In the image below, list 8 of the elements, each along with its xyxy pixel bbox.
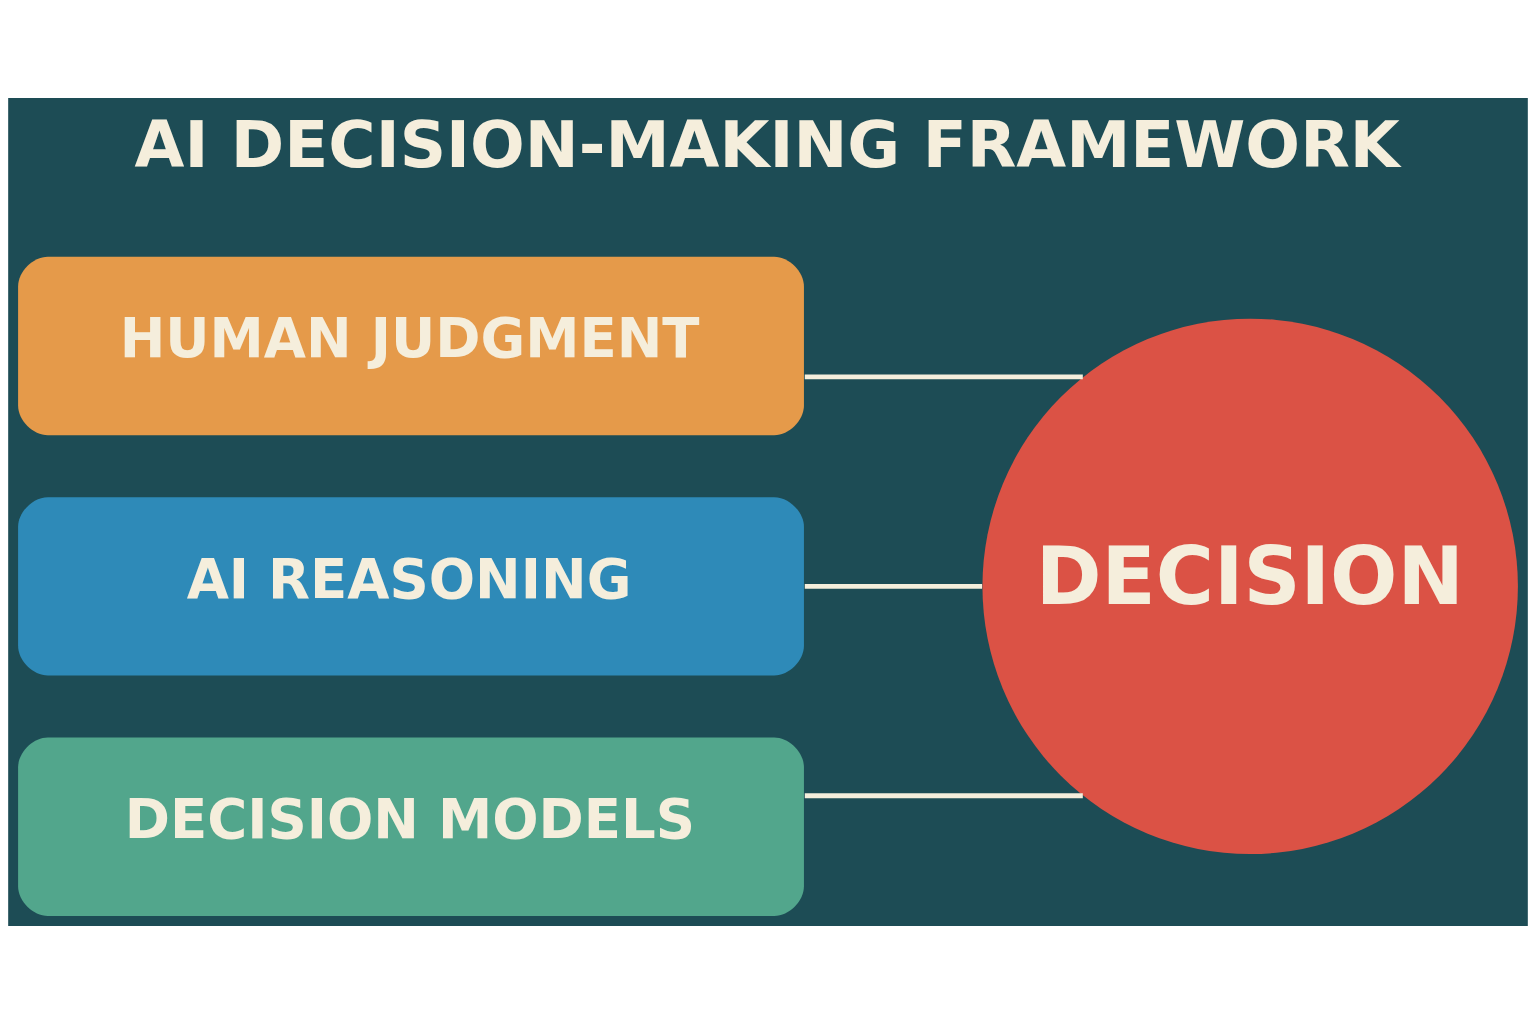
connector [804, 374, 1083, 380]
connector [804, 793, 1083, 799]
diagram-title: AI DECISION-MAKING FRAMEWORK [134, 106, 1400, 182]
node-box: HUMAN JUDGMENT [18, 256, 804, 436]
connector [804, 583, 983, 589]
node-box: AI REASONING [18, 497, 804, 676]
node-circle: DECISION [982, 318, 1518, 855]
node-box: DECISION MODELS [18, 737, 804, 917]
